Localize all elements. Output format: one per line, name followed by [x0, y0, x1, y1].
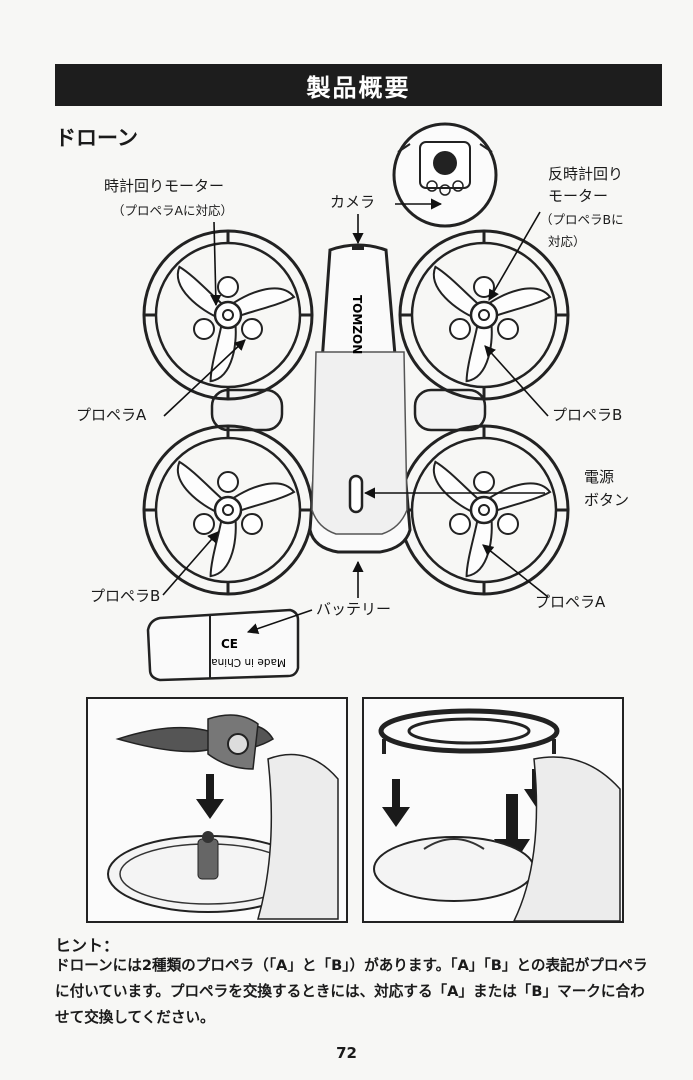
arrow-cw-motor: [210, 221, 222, 307]
arrow-ccw-motor: [488, 211, 541, 301]
label-ccw-motor-note-1: （プロペラBに: [540, 212, 624, 227]
propeller-bottom-right: [398, 424, 570, 596]
battery-marks: CE: [221, 637, 238, 651]
hint-title: ヒント：: [55, 936, 120, 955]
label-ccw-motor-note-2: 対応）: [548, 234, 586, 249]
propeller-bottom-left: [142, 424, 314, 596]
photo-propeller-install: [86, 697, 348, 923]
battery-pack: CE Made in China: [146, 608, 300, 682]
arrow-prop-a-right: [482, 544, 549, 598]
label-propeller-a-right: プロペラA: [535, 593, 606, 611]
label-power-1: 電源: [584, 468, 615, 486]
brand-logo: TOMZON: [350, 295, 364, 354]
section-title: ドローン: [55, 126, 138, 150]
label-ccw-motor-2: モーター: [548, 187, 609, 205]
label-cw-motor: 時計回りモーター: [104, 177, 225, 195]
label-ccw-motor-1: 反時計回り: [548, 165, 624, 183]
section-header-bar: 製品概要: [55, 64, 662, 106]
label-battery: バッテリー: [316, 600, 392, 618]
header-title: 製品概要: [306, 73, 411, 102]
photo-guard-install: [362, 697, 624, 923]
camera-inset: [392, 122, 498, 228]
label-propeller-b-right: プロペラB: [552, 406, 623, 424]
page-number: 72: [336, 1044, 357, 1062]
arrow-battery-left: [246, 609, 313, 635]
arrow-prop-a-left: [163, 339, 246, 417]
propeller-top-right: [398, 229, 570, 401]
battery-made-in: Made in China: [211, 656, 286, 668]
drone-diagram: TOMZON CE Made in China: [142, 122, 570, 682]
propeller-top-left: [142, 229, 314, 401]
drone-body: TOMZON: [308, 243, 412, 554]
label-propeller-b-left: プロペラB: [90, 587, 161, 605]
arrow-prop-b-left: [162, 531, 219, 596]
power-button-shape: [348, 474, 364, 514]
label-power-2: ボタン: [584, 491, 630, 509]
arrow-prop-b-right: [484, 345, 549, 417]
label-cw-motor-note: （プロペラAに対応）: [112, 203, 234, 218]
hint-text: ドローンには2種類のプロペラ（「A」と「B」）があります。「A」「B」との表記が…: [55, 957, 648, 1026]
label-propeller-a-left: プロペラA: [76, 406, 147, 424]
label-camera: カメラ: [330, 193, 376, 211]
